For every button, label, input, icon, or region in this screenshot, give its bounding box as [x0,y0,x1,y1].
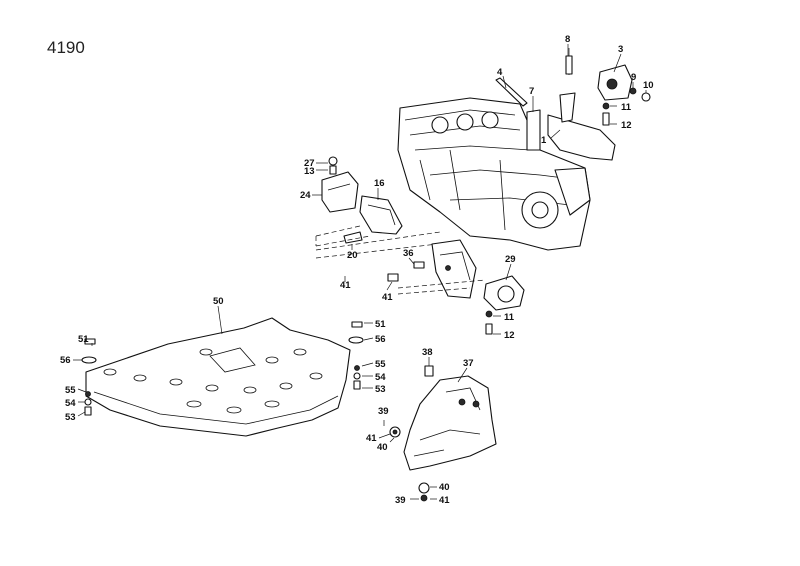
callout-39-top: 39 [378,406,389,417]
callout-9: 9 [631,72,636,83]
callout-1: 1 [541,135,547,146]
callout-12-bottom: 12 [504,330,515,341]
callout-16: 16 [374,178,385,189]
engine-gearbox-assembly [397,97,591,251]
callout-41-top: 41 [366,433,377,444]
callout-3: 3 [618,44,623,55]
callout-53-left: 53 [65,412,76,423]
callout-12-top: 12 [621,120,632,131]
callout-50-right: 41 [382,292,393,303]
callout-55-right: 55 [375,359,386,370]
callout-29: 29 [505,254,516,265]
leader-lines [73,44,647,500]
callout-40-top: 40 [377,442,388,453]
callout-54-left: 54 [65,398,76,409]
callout-20: 20 [347,250,358,261]
callout-56-right: 56 [375,334,386,345]
callout-56-left: 56 [60,355,71,366]
callout-8: 8 [565,34,570,45]
callout-51: 50 [213,296,224,307]
callout-13: 13 [304,166,315,177]
callout-39-bottom: 39 [395,495,406,506]
callout-40-bottom: 40 [439,482,450,493]
callout-4: 4 [497,67,503,78]
callout-50-left: 41 [340,280,351,291]
callout-7: 7 [529,86,534,97]
callout-55-left: 55 [65,385,76,396]
gearbox-mount-lower [387,239,525,335]
callout-53-right: 53 [375,384,386,395]
callout-11-top: 11 [621,102,632,113]
callout-37: 37 [463,358,474,369]
engine-mount-right [495,48,651,161]
underbody-skid-plate [81,317,364,437]
callout-labels: 1 3 4 7 8 9 10 11 12 27 13 24 16 20 41 3… [60,34,654,506]
callout-52-left: 51 [78,334,89,345]
callout-38: 38 [422,347,433,358]
diagram-code: 4190 [47,38,85,57]
callout-27: 27 [304,158,315,169]
right-under-shield [389,365,497,502]
engine-mount-left [315,156,456,259]
callout-11-bottom: 11 [504,312,515,323]
callout-36: 36 [403,248,414,259]
callout-52-right: 51 [375,319,386,330]
callout-41-bottom: 41 [439,495,450,506]
callout-54-right: 54 [375,372,386,383]
callout-10: 10 [643,80,654,91]
callout-24: 24 [300,190,311,201]
